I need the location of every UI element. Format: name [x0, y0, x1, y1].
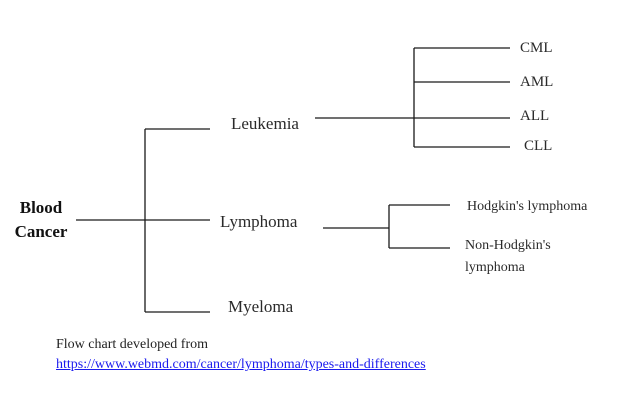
non-hodgkins-line1: Non-Hodgkin's: [465, 238, 551, 253]
root-label-line2: Cancer: [14, 222, 68, 241]
source-note: Flow chart developed from: [56, 337, 209, 352]
node-lymphoma: Lymphoma: [220, 212, 298, 231]
node-cml: CML: [520, 40, 553, 56]
node-aml: AML: [520, 74, 554, 90]
node-blood-cancer: Blood Cancer: [8, 196, 74, 244]
non-hodgkins-line2: lymphoma: [465, 260, 525, 275]
node-leukemia: Leukemia: [231, 114, 299, 133]
source-link[interactable]: https://www.webmd.com/cancer/lymphoma/ty…: [56, 357, 426, 372]
node-non-hodgkins-lymphoma: Non-Hodgkin's lymphoma: [465, 235, 551, 279]
root-label-line1: Blood: [19, 198, 63, 217]
node-myeloma: Myeloma: [228, 297, 294, 316]
node-cll: CLL: [524, 138, 553, 154]
node-hodgkins-lymphoma: Hodgkin's lymphoma: [467, 199, 588, 214]
node-all: ALL: [520, 108, 550, 124]
